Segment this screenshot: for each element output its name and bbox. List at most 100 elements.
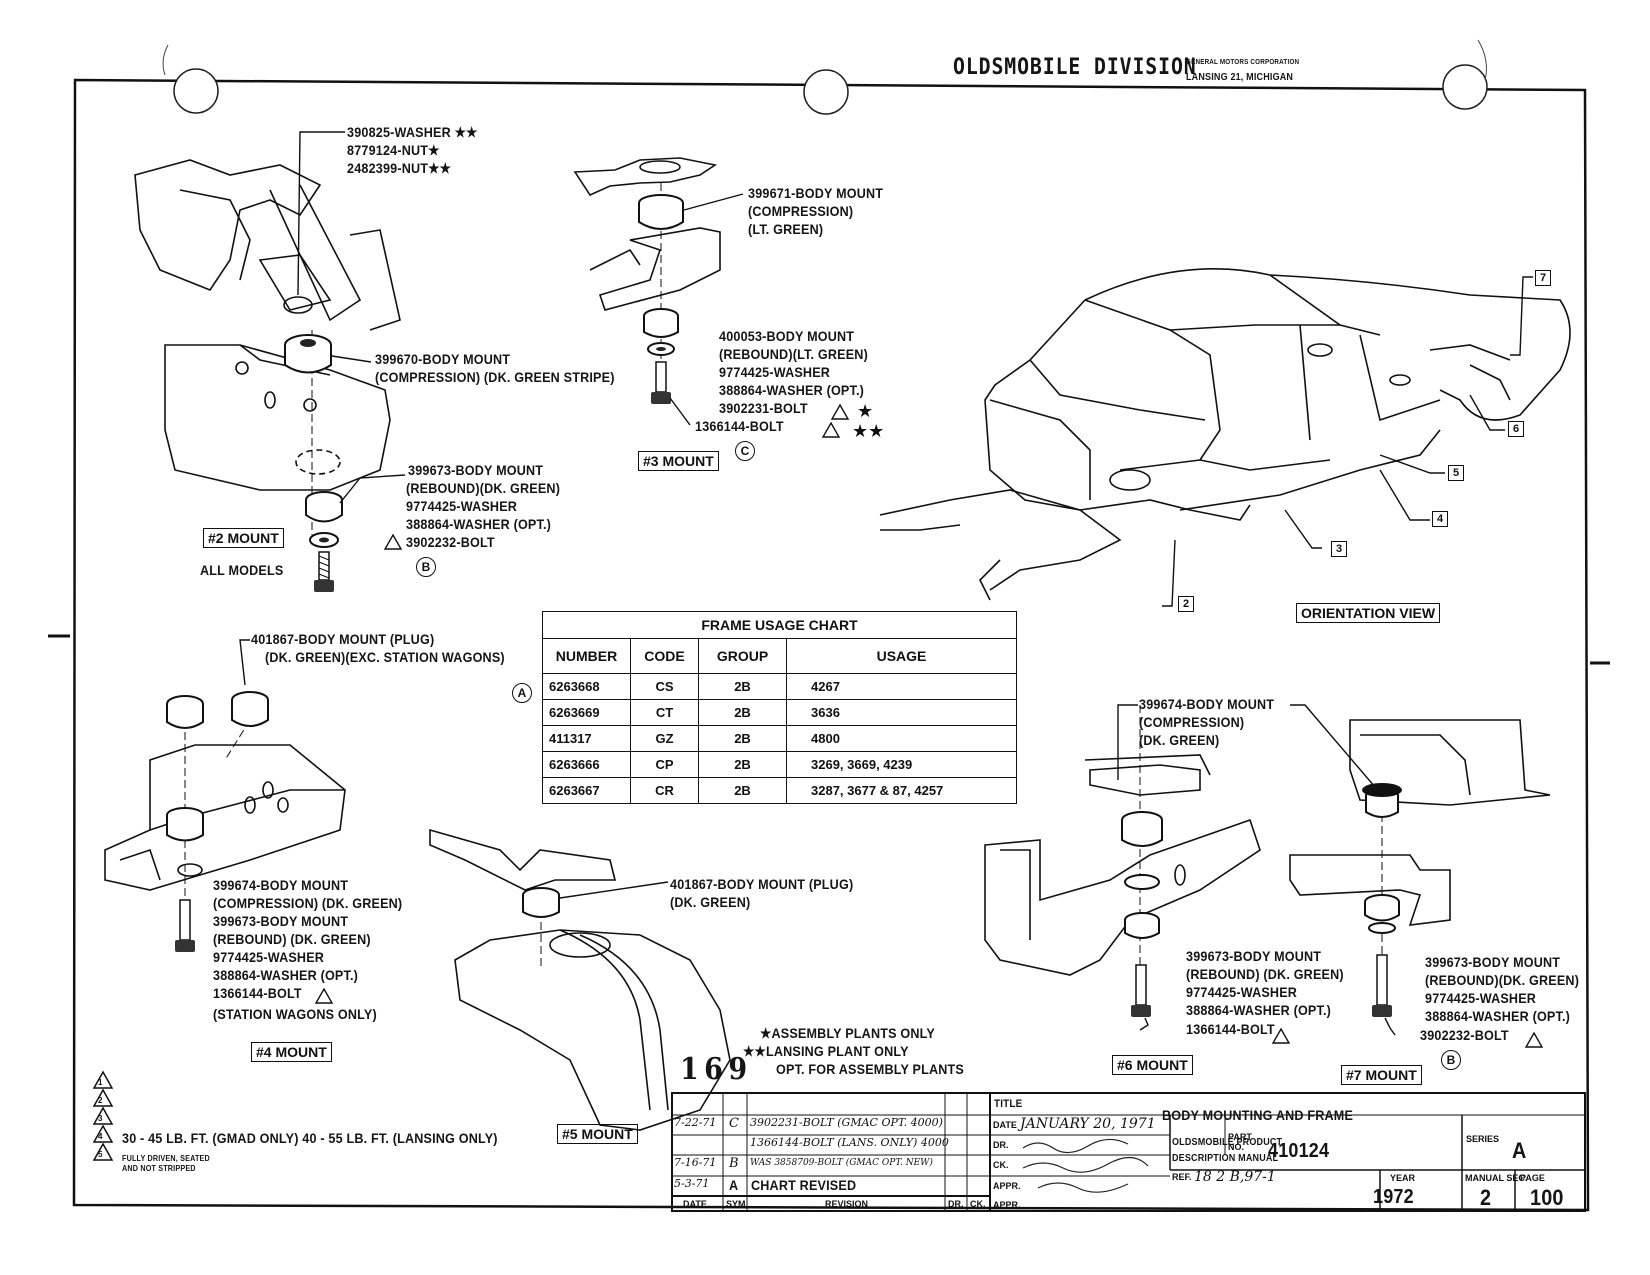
dr-label: DR. bbox=[993, 1140, 1009, 1150]
division-title: OLDSMOBILE DIVISION bbox=[953, 55, 1197, 80]
revision-sym: B bbox=[729, 1156, 739, 1171]
table-row: 6263668 CS 2B 4267 bbox=[542, 673, 1017, 700]
mount7-parts bbox=[1362, 783, 1402, 1017]
product-line-2: DESCRIPTION MANUAL bbox=[1172, 1153, 1279, 1164]
note-opt-assembly: OPT. FOR ASSEMBLY PLANTS bbox=[776, 1061, 964, 1077]
cell-code: CP bbox=[630, 751, 699, 778]
cell-usage: 4800 bbox=[786, 725, 1017, 752]
product-line-1: OLDSMOBILE PRODUCT bbox=[1172, 1137, 1283, 1148]
mount4-leaders bbox=[239, 639, 250, 686]
mount4-label: 1366144-BOLT bbox=[213, 985, 302, 1001]
cell-usage: 3287, 3677 & 87, 4257 bbox=[786, 777, 1017, 804]
orientation-callout: 3 bbox=[1331, 541, 1347, 557]
rev-header-ck: CK. bbox=[970, 1199, 986, 1209]
cell-code: CS bbox=[630, 673, 699, 700]
column-header: USAGE bbox=[786, 638, 1017, 674]
column-header: GROUP bbox=[698, 638, 787, 674]
mount2-leaders bbox=[297, 131, 406, 504]
mount6-box-label: #6 MOUNT bbox=[1112, 1055, 1193, 1075]
orientation-callout: 4 bbox=[1432, 511, 1448, 527]
mount7-label: 388864-WASHER (OPT.) bbox=[1425, 1008, 1571, 1024]
rev-header-sym: SYM bbox=[726, 1199, 746, 1209]
mount2-top-label: 8779124-NUT★ bbox=[347, 142, 440, 158]
cell-number: 6263669 bbox=[542, 699, 631, 726]
mount2-sub-label: ALL MODELS bbox=[200, 562, 284, 578]
manual-sec-value: 2 bbox=[1480, 1185, 1492, 1210]
mount6-compression-label: (COMPRESSION) bbox=[1139, 714, 1245, 730]
cell-number: 6263668 bbox=[542, 673, 631, 700]
binder-hole bbox=[1442, 64, 1488, 110]
mount5-plug-label: 401867-BODY MOUNT (PLUG) bbox=[670, 876, 854, 892]
mount2-compression-label: (COMPRESSION) (DK. GREEN STRIPE) bbox=[375, 369, 615, 385]
svg-text:★★: ★★ bbox=[852, 421, 884, 442]
mount3-box-label: #3 MOUNT bbox=[638, 451, 719, 471]
mount2-top-label: 2482399-NUT★★ bbox=[347, 160, 452, 176]
fully-driven-note-2: AND NOT STRIPPED bbox=[122, 1164, 196, 1173]
mount4-plug-label: 401867-BODY MOUNT (PLUG) bbox=[251, 631, 435, 647]
note-assembly-plants: ★ASSEMBLY PLANTS ONLY bbox=[760, 1025, 935, 1041]
mount2-parts bbox=[284, 334, 343, 592]
revision-date: 7-16-71 bbox=[674, 1156, 717, 1169]
mount6-leaders bbox=[1117, 704, 1149, 1031]
revision-sym: A bbox=[729, 1177, 739, 1193]
warning-triangle-icon bbox=[92, 1070, 114, 1161]
mount7-label: (REBOUND)(DK. GREEN) bbox=[1425, 972, 1580, 988]
orientation-callout: 7 bbox=[1535, 270, 1551, 286]
ref-label: REF. bbox=[1172, 1172, 1192, 1182]
note-lansing-plant: ★★LANSING PLANT ONLY bbox=[743, 1043, 909, 1059]
mount4-label: 399673-BODY MOUNT bbox=[213, 913, 349, 929]
mount3-drawing bbox=[573, 157, 721, 400]
cell-group: 2B bbox=[698, 751, 787, 778]
mount2-rebound-label: (REBOUND)(DK. GREEN) bbox=[406, 480, 561, 496]
part-label: PART NO. bbox=[1228, 1132, 1252, 1152]
page-sequence-number: 169 bbox=[680, 1052, 753, 1087]
mount3-rebound-label: (REBOUND)(LT. GREEN) bbox=[719, 346, 868, 362]
title-label: TITLE bbox=[994, 1098, 1023, 1110]
drawing-title: BODY MOUNTING AND FRAME bbox=[1162, 1107, 1354, 1123]
cell-number: 6263667 bbox=[542, 777, 631, 804]
mount6-label: 9774425-WASHER bbox=[1186, 984, 1298, 1000]
column-header: CODE bbox=[630, 638, 699, 674]
column-header: NUMBER bbox=[542, 638, 631, 674]
mount5-plug-label: (DK. GREEN) bbox=[670, 894, 751, 910]
mount7-box-label: #7 MOUNT bbox=[1341, 1065, 1422, 1085]
mount3-leaders bbox=[669, 193, 744, 426]
revision-text: 3902231-BOLT (GMAC OPT. 4000) bbox=[750, 1116, 943, 1129]
mount3-rebound-label: 9774425-WASHER bbox=[719, 364, 831, 380]
mount4-label: 388864-WASHER (OPT.) bbox=[213, 967, 359, 983]
mount6-drawing bbox=[984, 705, 1261, 1000]
svg-text:2: 2 bbox=[98, 1096, 103, 1105]
mount4-label: 9774425-WASHER bbox=[213, 949, 325, 965]
mount3-rebound-label: 388864-WASHER (OPT.) bbox=[719, 382, 865, 398]
cell-code: CT bbox=[630, 699, 699, 726]
ck-label: CK. bbox=[993, 1160, 1009, 1170]
mount2-rebound-label: 3902232-BOLT bbox=[406, 534, 495, 550]
orientation-callout: 5 bbox=[1448, 465, 1464, 481]
mount7-drawing bbox=[1289, 719, 1551, 1010]
revision-text: WAS 3858709-BOLT (GMAC OPT. NEW) bbox=[750, 1158, 933, 1168]
warning-triangle-icon bbox=[314, 403, 1544, 1048]
cell-group: 2B bbox=[698, 673, 787, 700]
mount7-label: 3902232-BOLT bbox=[1420, 1027, 1509, 1043]
revision-text: CHART REVISED bbox=[751, 1177, 857, 1193]
mount3-compression-label: 399671-BODY MOUNT bbox=[748, 185, 884, 201]
mount3-rebound-label: 3902231-BOLT bbox=[719, 400, 808, 416]
rev-header-revision: REVISION bbox=[825, 1199, 869, 1209]
orientation-leaders bbox=[1162, 276, 1533, 607]
mount4-label: (REBOUND) (DK. GREEN) bbox=[213, 931, 371, 947]
table-header-row: NUMBER CODE GROUP USAGE bbox=[542, 638, 1017, 674]
frame-usage-chart: FRAME USAGE CHART NUMBER CODE GROUP USAG… bbox=[542, 611, 1017, 804]
star-icon: ★ ★★ bbox=[852, 401, 884, 442]
mount6-label: (REBOUND) (DK. GREEN) bbox=[1186, 966, 1344, 982]
manual-sec-label: MANUAL SEC. bbox=[1465, 1173, 1528, 1183]
mount6-label: 399673-BODY MOUNT bbox=[1186, 948, 1322, 964]
revision-date: 7-22-71 bbox=[674, 1116, 717, 1129]
mount2-circle-b: B bbox=[416, 557, 436, 577]
frame-usage-chart-title: FRAME USAGE CHART bbox=[542, 611, 1017, 638]
table-row: 6263666 CP 2B 3269, 3669, 4239 bbox=[542, 751, 1017, 778]
sheet-border bbox=[72, 78, 1590, 1212]
mount4-plug-label: (DK. GREEN)(EXC. STATION WAGONS) bbox=[265, 649, 505, 665]
mount3-compression-label: (LT. GREEN) bbox=[748, 221, 824, 237]
cell-code: GZ bbox=[630, 725, 699, 752]
signature-marks bbox=[1022, 1138, 1149, 1193]
